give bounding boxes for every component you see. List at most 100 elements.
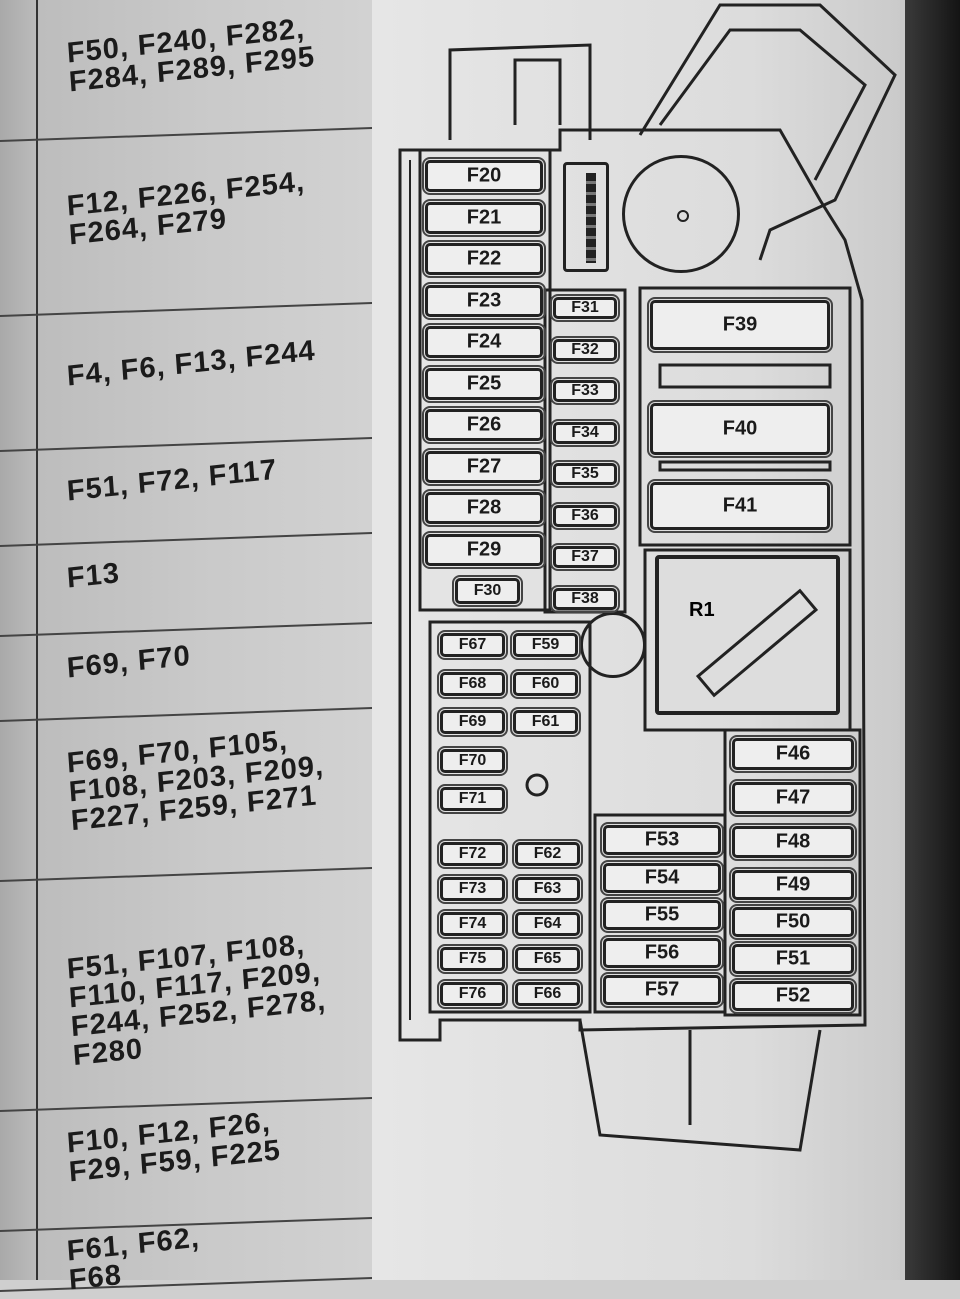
table-column-divider: [36, 0, 38, 1280]
fuse-label: F36: [571, 506, 599, 524]
fuse-label: F54: [644, 866, 680, 888]
fuse-label: F62: [533, 845, 562, 862]
fuse-f55[interactable]: F55: [600, 897, 724, 933]
fuse-f30[interactable]: F30: [452, 575, 523, 607]
fuse-f72[interactable]: F72: [437, 839, 508, 869]
fuse-f27[interactable]: F27: [422, 447, 546, 486]
fuse-f71[interactable]: F71: [437, 784, 508, 814]
fuse-label: F74: [458, 915, 487, 932]
fuse-f26[interactable]: F26: [422, 406, 546, 444]
fuse-label: F72: [458, 845, 487, 862]
fuse-label: F35: [571, 465, 599, 482]
fuse-f65[interactable]: F65: [512, 944, 583, 974]
fuse-label: F50: [775, 910, 811, 933]
fuse-f47[interactable]: F47: [729, 779, 857, 817]
fuse-label: F70: [458, 751, 487, 769]
rotated-label-plate: [563, 162, 609, 272]
fuse-label: F31: [571, 299, 599, 316]
fuse-f29[interactable]: F29: [422, 530, 546, 569]
fuse-label: F41: [722, 494, 758, 517]
fuse-f57[interactable]: F57: [600, 972, 724, 1008]
fuse-label: F20: [466, 164, 502, 187]
fuse-label: F65: [533, 950, 562, 967]
circular-relay-socket: [622, 155, 740, 273]
fuse-label: F68: [458, 674, 487, 692]
fuse-f64[interactable]: F64: [512, 909, 583, 939]
fuse-f31[interactable]: F31: [550, 294, 620, 322]
fuse-label: F56: [644, 941, 680, 963]
fuse-label: F22: [466, 247, 502, 270]
fuse-f25[interactable]: F25: [422, 364, 546, 403]
fuse-label: F67: [458, 636, 487, 653]
fuse-f75[interactable]: F75: [437, 944, 508, 974]
fuse-f20[interactable]: F20: [422, 157, 546, 195]
fuse-f40[interactable]: F40: [647, 400, 833, 458]
fuse-label: F69: [458, 713, 487, 730]
fuse-f59[interactable]: F59: [510, 630, 581, 660]
fuse-f67[interactable]: F67: [437, 630, 508, 660]
fuse-f76[interactable]: F76: [437, 979, 508, 1009]
fuse-label: F34: [571, 423, 599, 441]
background-edge: [905, 0, 960, 1280]
fuse-f74[interactable]: F74: [437, 909, 508, 939]
fuse-f37[interactable]: F37: [550, 543, 620, 571]
fuse-f39[interactable]: F39: [647, 297, 833, 353]
fuse-f53[interactable]: F53: [600, 822, 724, 858]
fuse-label: F60: [531, 674, 560, 692]
fuse-label: F71: [458, 790, 487, 807]
fuse-f46[interactable]: F46: [729, 735, 857, 773]
fuse-label: F27: [466, 455, 502, 477]
fuse-f21[interactable]: F21: [422, 198, 546, 237]
fuse-f61[interactable]: F61: [510, 707, 581, 737]
fuse-f23[interactable]: F23: [422, 281, 546, 320]
fuse-f24[interactable]: F24: [422, 323, 546, 361]
fuse-label: F25: [466, 372, 502, 394]
fuse-label: F73: [458, 880, 487, 897]
fuse-f49[interactable]: F49: [729, 867, 857, 903]
fuse-f62[interactable]: F62: [512, 839, 583, 869]
relay-r1-label: R1: [689, 599, 715, 621]
fuse-f60[interactable]: F60: [510, 668, 581, 699]
fuse-f63[interactable]: F63: [512, 874, 583, 904]
fuse-label: F40: [722, 417, 758, 440]
fuse-f56[interactable]: F56: [600, 934, 724, 971]
fuse-f50[interactable]: F50: [729, 904, 857, 940]
fuse-label: F46: [775, 742, 811, 765]
fuse-f33[interactable]: F33: [550, 377, 620, 405]
fuse-label: F23: [466, 289, 502, 311]
fuse-label: F32: [571, 340, 599, 358]
fuse-label: F37: [571, 548, 599, 565]
fuse-label: F29: [466, 538, 502, 560]
fuse-label: F75: [458, 950, 487, 967]
fuse-f28[interactable]: F28: [422, 489, 546, 527]
fuse-f68[interactable]: F68: [437, 668, 508, 699]
fuse-label: F38: [571, 589, 599, 607]
fuse-f69[interactable]: F69: [437, 707, 508, 737]
fuse-label: F52: [775, 984, 811, 1007]
fuse-f38[interactable]: F38: [550, 584, 620, 613]
fuse-label: F61: [531, 713, 560, 730]
fuse-label: F63: [533, 880, 562, 897]
relay-r1[interactable]: R1: [655, 555, 840, 715]
fuse-f36[interactable]: F36: [550, 501, 620, 530]
fuse-f35[interactable]: F35: [550, 460, 620, 488]
fuse-label: F28: [466, 496, 502, 519]
fuse-label: F26: [466, 413, 502, 436]
fuse-f34[interactable]: F34: [550, 418, 620, 447]
fuse-f70[interactable]: F70: [437, 745, 508, 776]
fuse-f41[interactable]: F41: [647, 479, 833, 533]
fuse-f52[interactable]: F52: [729, 978, 857, 1014]
fuse-f73[interactable]: F73: [437, 874, 508, 904]
fuse-f48[interactable]: F48: [729, 823, 857, 861]
fuse-f51[interactable]: F51: [729, 941, 857, 977]
fuse-f54[interactable]: F54: [600, 859, 724, 896]
fuse-label: F47: [775, 786, 811, 809]
fuse-label: F21: [466, 206, 502, 228]
fuse-label: F24: [466, 330, 502, 353]
fuse-f32[interactable]: F32: [550, 335, 620, 364]
fuse-f66[interactable]: F66: [512, 979, 583, 1009]
fuse-label: F48: [775, 830, 811, 853]
fuse-label: F49: [775, 873, 811, 896]
fuse-label: F53: [644, 828, 680, 851]
fuse-f22[interactable]: F22: [422, 240, 546, 278]
